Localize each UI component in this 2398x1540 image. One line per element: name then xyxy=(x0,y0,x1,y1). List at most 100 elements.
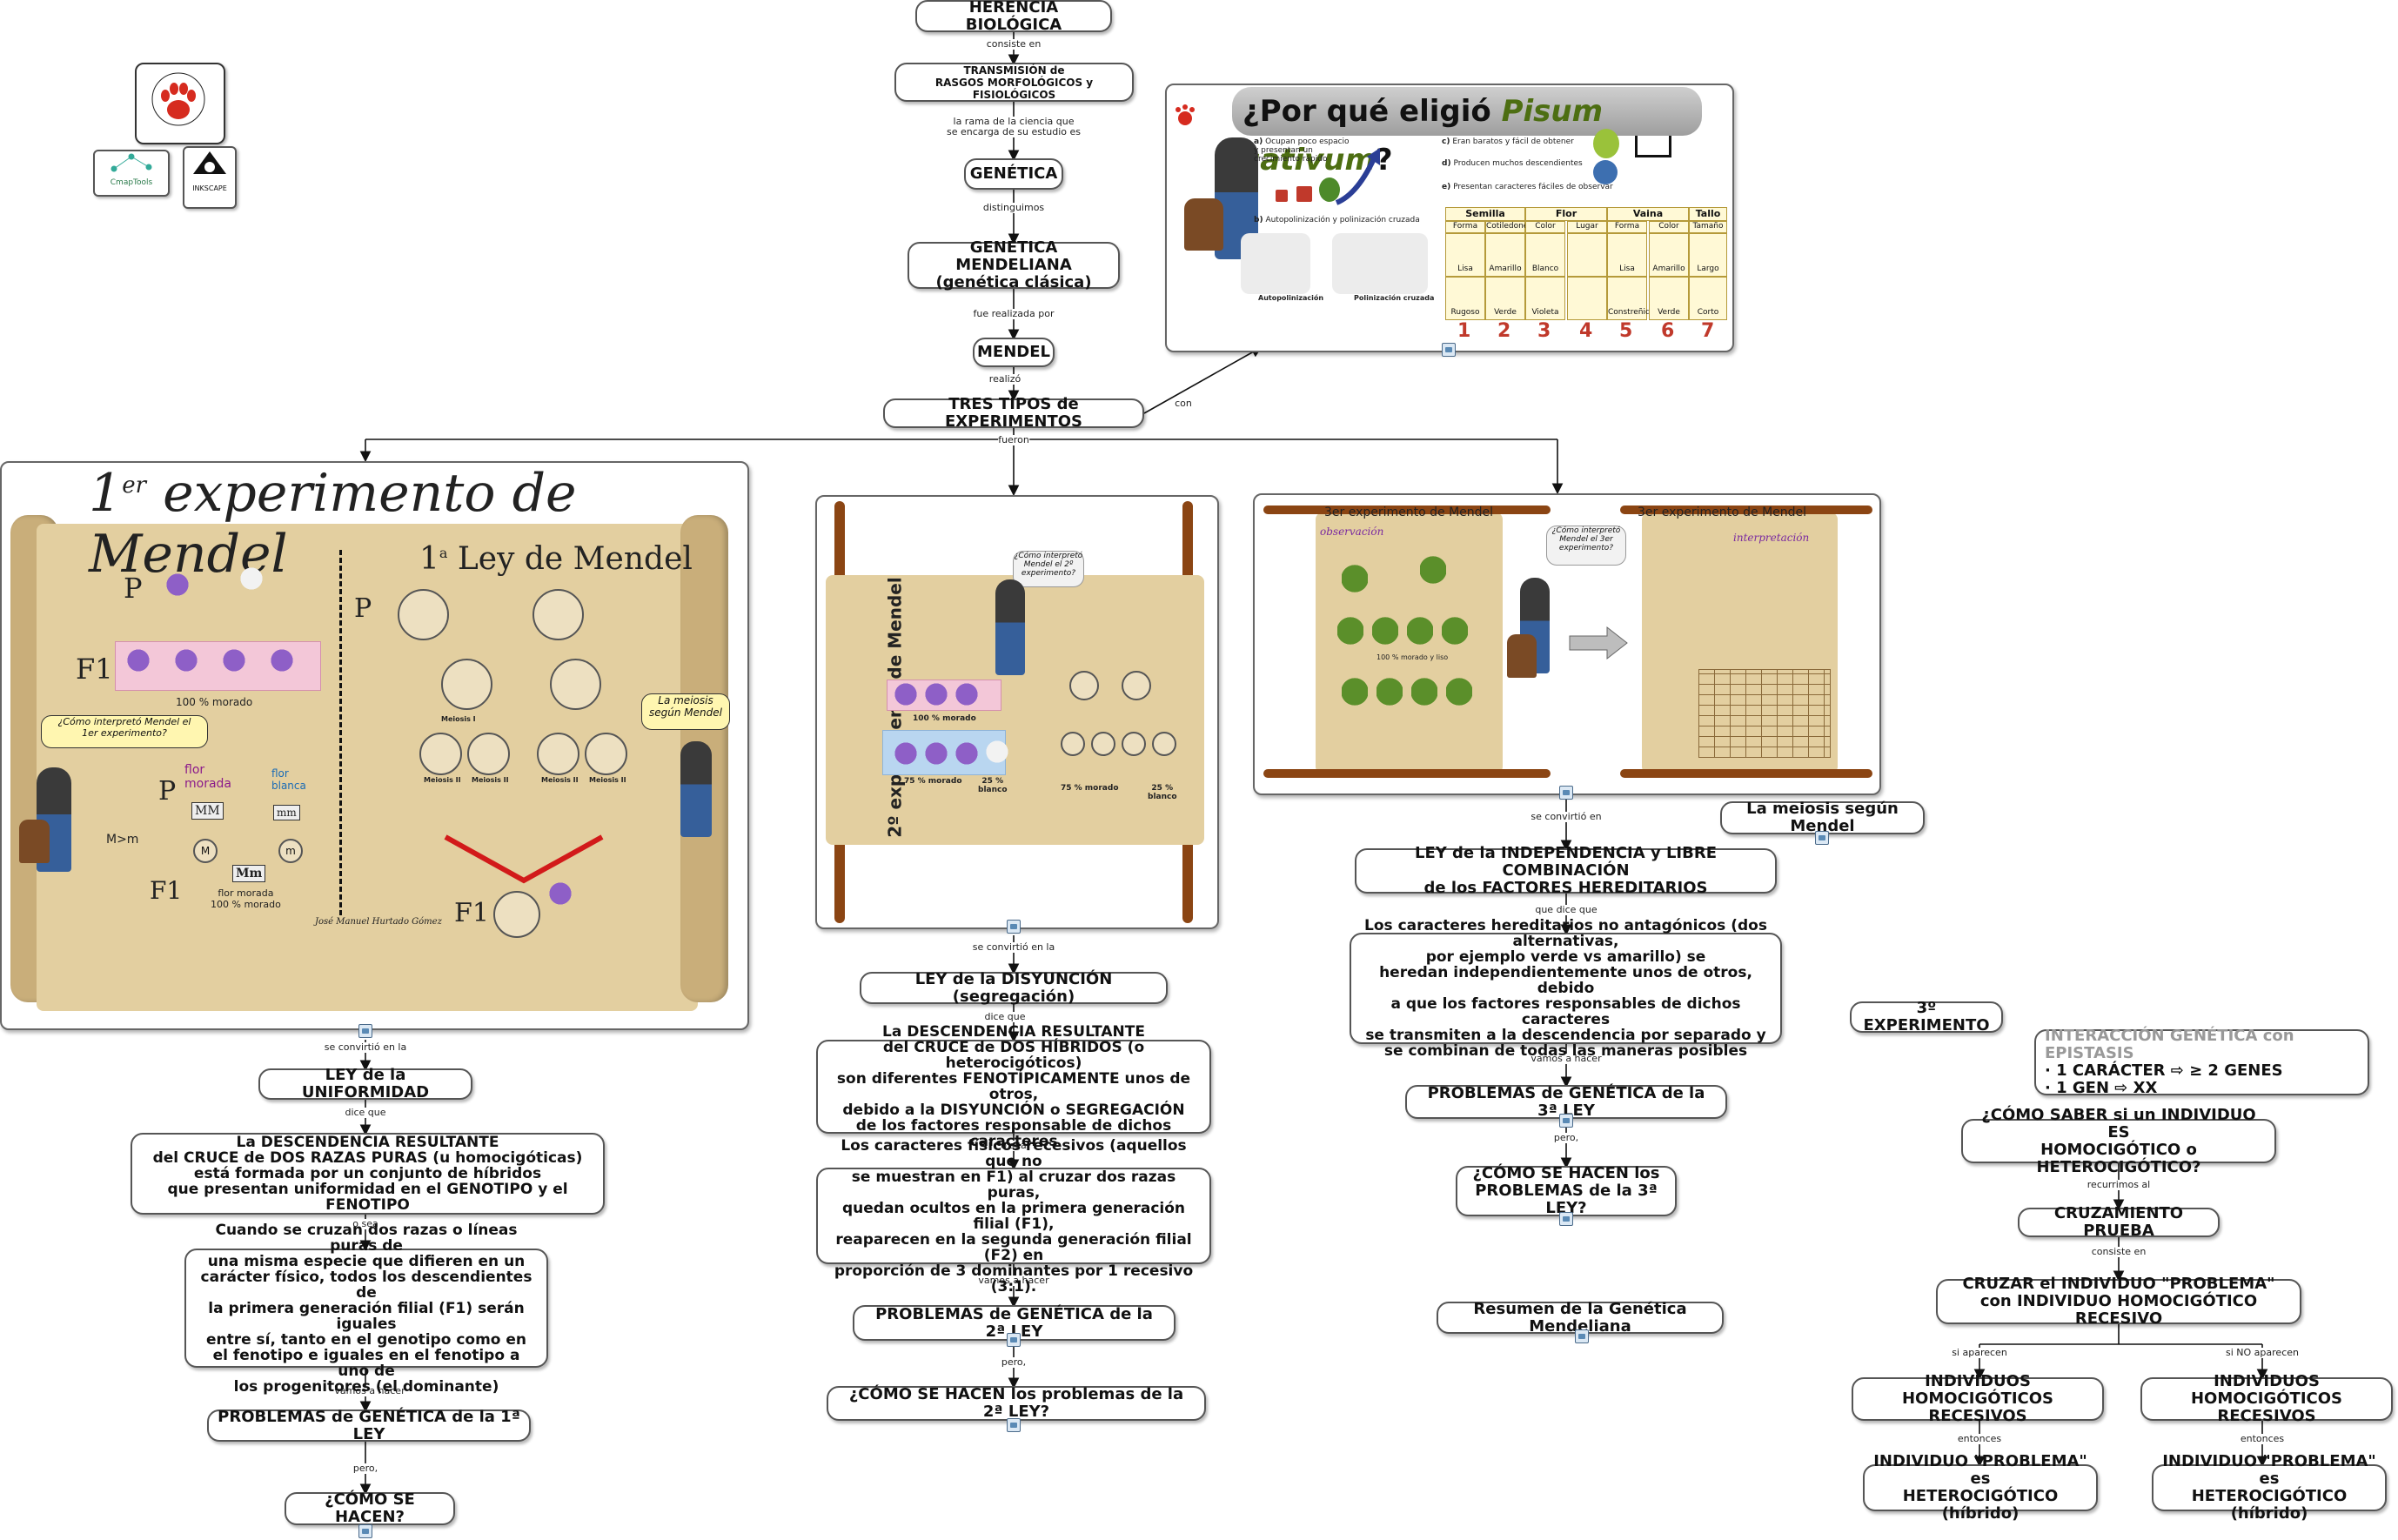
pisum-sativum-image[interactable]: ¿Por qué eligió Pisum sativum? a) Ocupan… xyxy=(1165,84,1734,352)
image-link-icon[interactable] xyxy=(1007,1418,1021,1432)
interaccion-line-1: · 1 CARÁCTER ⇨ ≥ 2 GENES xyxy=(2045,1062,2283,1080)
image-link-icon[interactable] xyxy=(1559,1114,1573,1128)
pea-plant xyxy=(1411,678,1437,713)
exp1-P-label: P xyxy=(124,572,143,605)
genotype-MM: MM xyxy=(191,802,224,820)
image-link-icon[interactable] xyxy=(1442,343,1456,357)
link-label: pero, xyxy=(1001,1357,1026,1368)
cell-amarillo-vaina: Amarillo xyxy=(1649,233,1689,277)
cell-diagram xyxy=(1061,732,1085,756)
cell-diagram xyxy=(493,891,540,938)
scientist-figure xyxy=(680,741,712,837)
image-link-icon[interactable] xyxy=(358,1024,372,1038)
cell-blanco: Blanco xyxy=(1525,233,1565,277)
node-ley-disyuncion[interactable]: LEY de la DISYUNCIÓN (segregación) xyxy=(860,972,1168,1004)
node-genetica-mendeliana[interactable]: GENÉTICA MENDELIANA (genética clásica) xyxy=(908,242,1120,289)
purple-flower xyxy=(124,647,153,673)
cell-diagram xyxy=(1069,671,1099,700)
image-link-icon[interactable] xyxy=(1007,1333,1021,1347)
node-individuo-problema-b[interactable]: INDIVIDUO "PROBLEMA" es HETEROCIGÓTICO (… xyxy=(2152,1464,2387,1511)
link-label: entonces xyxy=(2241,1434,2284,1444)
cell-terminal xyxy=(1567,277,1607,320)
link-label: que dice que xyxy=(1535,905,1597,915)
link-label: distinguimos xyxy=(983,203,1044,213)
cell-diagram xyxy=(585,733,627,775)
node-como-saber[interactable]: ¿CÓMO SABER si un INDIVIDUO ES HOMOCIGÓT… xyxy=(1961,1119,2276,1163)
node-cruzamiento-prueba[interactable]: CRUZAMIENTO PRUEBA xyxy=(2018,1208,2220,1237)
link-label: pero, xyxy=(353,1463,378,1474)
image-link-icon[interactable] xyxy=(358,1524,372,1538)
character-number: 1 xyxy=(1457,320,1470,342)
image-link-icon[interactable] xyxy=(1575,1329,1589,1343)
exp2-pct25-left: 25 % blanco xyxy=(978,777,1008,794)
node-problemas-1-ley[interactable]: PROBLEMAS de GENÉTICA de la 1ª LEY xyxy=(207,1409,531,1442)
image-link-icon[interactable] xyxy=(1007,920,1021,934)
node-meiosis-segun-mendel[interactable]: La meiosis según Mendel xyxy=(1720,801,1925,834)
white-flower xyxy=(982,739,1012,765)
meiosis-bubble: La meiosis según Mendel xyxy=(641,693,730,730)
primer-experimento-image[interactable]: 1er experimento de Mendel P F1 100 % mor… xyxy=(0,461,749,1030)
speech-bubble: ¿Cómo interpretó Mendel el 1er experimen… xyxy=(41,715,208,748)
cell-constrenida: Constreñida xyxy=(1607,277,1647,320)
purple-flower xyxy=(267,647,297,673)
interaccion-line-2: · 1 GEN ⇨ XX xyxy=(2045,1080,2157,1097)
cell-amarillo: Amarillo xyxy=(1485,233,1525,277)
node-ley-independencia[interactable]: LEY de la INDEPENDENCIA y LIBRE COMBINAC… xyxy=(1355,848,1777,894)
node-individuos-homocigoticos-a[interactable]: INDIVIDUOS HOMOCIGÓTICOS RECESIVOS xyxy=(1852,1377,2104,1421)
node-disyuncion-descripcion[interactable]: La DESCENDENCIA RESULTANTE del CRUCE de … xyxy=(816,1040,1211,1134)
node-interaccion-genetica[interactable]: INTERACCIÓN GENÉTICA con EPISTASIS · 1 C… xyxy=(2034,1029,2369,1095)
node-ley-uniformidad[interactable]: LEY de la UNIFORMIDAD xyxy=(258,1068,472,1100)
node-genetica[interactable]: GENÉTICA xyxy=(964,158,1063,190)
speech-bubble: ¿Cómo interpretó Mendel el 2º experiment… xyxy=(1013,551,1084,587)
node-herencia-biologica[interactable]: HERENCIA BIOLÓGICA xyxy=(915,0,1112,32)
network-icon xyxy=(105,151,157,176)
pea-plant xyxy=(1420,556,1446,591)
sub-header: Cotiledones xyxy=(1485,221,1525,233)
node-como-se-hacen-1[interactable]: ¿CÓMO SE HACEN? xyxy=(285,1492,455,1525)
image-link-icon[interactable] xyxy=(1815,831,1829,845)
cell-diagram xyxy=(398,589,449,640)
cell-violeta: Violeta xyxy=(1525,277,1565,320)
node-tercer-experimento[interactable]: 3º EXPERIMENTO xyxy=(1850,1001,2003,1033)
node-disyuncion-detalle[interactable]: Los caracteres físicos recesivos (aquell… xyxy=(816,1168,1211,1264)
node-uniformidad-detalle[interactable]: Cuando se cruzan dos razas o líneas pura… xyxy=(184,1249,548,1368)
node-mendel[interactable]: MENDEL xyxy=(973,338,1055,367)
cell-diagram xyxy=(1122,732,1146,756)
node-individuo-problema-a[interactable]: INDIVIDUO "PROBLEMA" es HETEROCIGÓTICO (… xyxy=(1863,1464,2098,1511)
autopolinizacion-flower xyxy=(1241,233,1310,294)
meiosis-II-label: Meiosis II xyxy=(541,776,579,784)
node-como-se-hacen-2[interactable]: ¿CÓMO SE HACEN los problemas de la 2ª LE… xyxy=(827,1386,1206,1421)
character-number: 2 xyxy=(1497,320,1510,342)
pea-pod-icon xyxy=(1593,129,1619,158)
character-number: 6 xyxy=(1661,320,1674,342)
dog-figure xyxy=(1507,634,1537,678)
link-label: fue realizada por xyxy=(974,309,1055,319)
link-label: se convirtió en la xyxy=(973,942,1055,953)
image-link-icon[interactable] xyxy=(1559,786,1573,800)
scientist-figure xyxy=(995,579,1025,675)
node-cruzar-individuo[interactable]: CRUZAR el INDIVIDUO "PROBLEMA" con INDIV… xyxy=(1936,1279,2301,1324)
growth-arrow-icon xyxy=(1332,146,1384,207)
paw-icon xyxy=(137,64,220,139)
segundo-experimento-image[interactable]: 2º experimento de Mendel ¿Cómo interpret… xyxy=(815,495,1219,929)
cruzada-flowers xyxy=(1332,233,1428,294)
node-transmision-rasgos[interactable]: TRANSMISIÓN de RASGOS MORFOLÓGICOS y FIS… xyxy=(894,63,1134,102)
node-como-se-hacen-3[interactable]: ¿CÓMO SE HACEN los PROBLEMAS de la 3ª LE… xyxy=(1456,1166,1677,1216)
cell-diagram xyxy=(533,589,584,640)
purple-flower xyxy=(546,880,575,907)
node-individuos-homocigoticos-b[interactable]: INDIVIDUOS HOMOCIGÓTICOS RECESIVOS xyxy=(2140,1377,2393,1421)
tercer-experimento-image[interactable]: 3er experimento de Mendel observación 10… xyxy=(1253,493,1881,795)
image-link-icon[interactable] xyxy=(1559,1212,1573,1226)
node-uniformidad-descripcion[interactable]: La DESCENDENCIA RESULTANTE del CRUCE de … xyxy=(131,1133,605,1215)
exp1-F1-label: F1 xyxy=(76,653,113,686)
node-independencia-descripcion[interactable]: Los caracteres hereditarios no antagónic… xyxy=(1350,933,1782,1044)
meiosis-II-label: Meiosis II xyxy=(472,776,509,784)
cell-diagram xyxy=(550,659,601,710)
link-label: se convirtió en la xyxy=(325,1042,406,1053)
purple-flower xyxy=(921,681,951,707)
node-tres-tipos-experimentos[interactable]: TRES TIPOS de EXPERIMENTOS xyxy=(883,398,1144,428)
exp3-f1-text: 100 % morado y liso xyxy=(1377,653,1448,661)
cell-axial xyxy=(1567,233,1607,277)
inkscape-logo: INKSCAPE xyxy=(183,146,237,209)
purple-flower xyxy=(952,740,981,767)
